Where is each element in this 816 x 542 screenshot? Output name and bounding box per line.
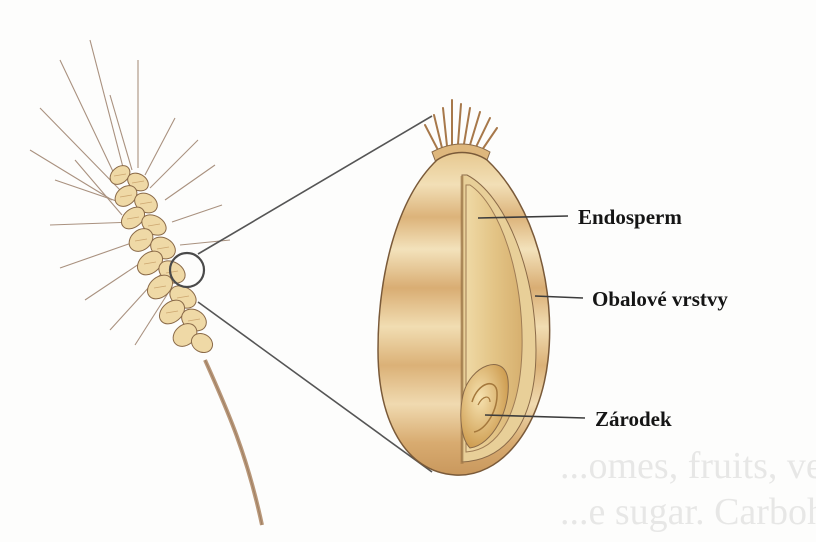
background-text: ...omes, fruits, vegetables, and milk, .…	[560, 445, 816, 533]
background-text-line-2: ...e sugar. Carbohydrates Examples of	[560, 491, 816, 533]
label-germ: Zárodek	[595, 407, 672, 432]
background-text-line-1: ...omes, fruits, vegetables, and milk,	[560, 445, 816, 487]
wheat-stem	[205, 360, 262, 525]
label-coat-layers: Obalové vrstvy	[592, 287, 728, 312]
label-endosperm: Endosperm	[578, 205, 682, 230]
grain-tuft	[425, 100, 497, 150]
